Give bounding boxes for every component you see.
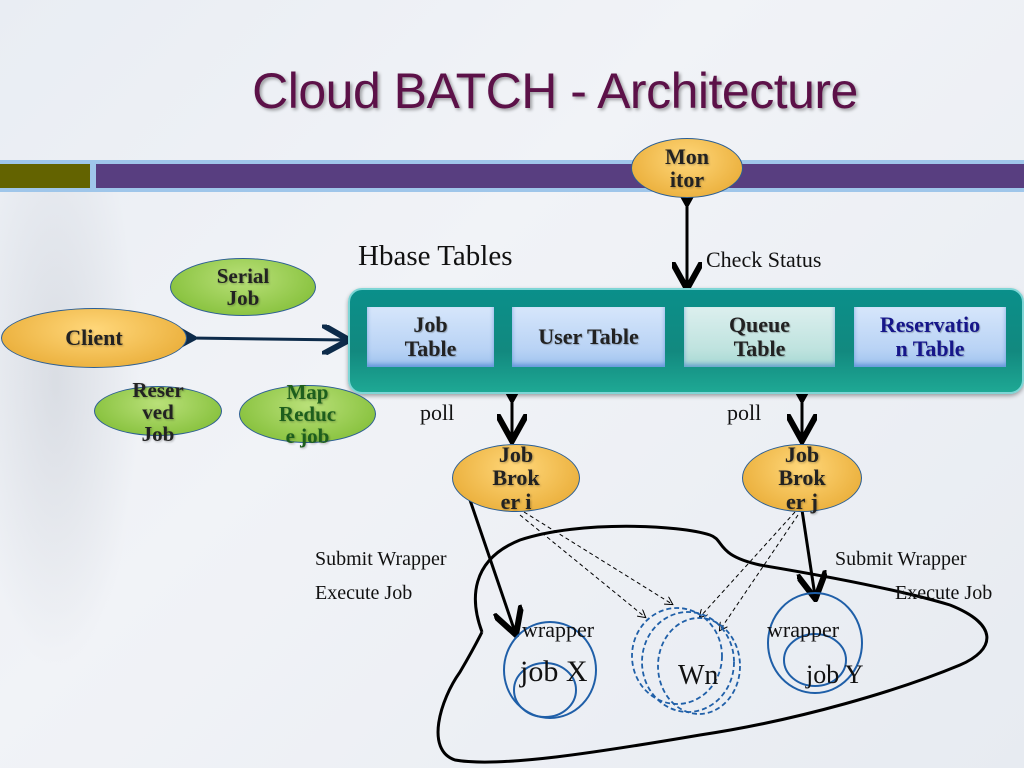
mapreduce-job-line-2: Reduc [278,401,337,426]
poll-label-left: poll [420,400,455,425]
wn-circles [631,607,741,715]
slide-title: Cloud BATCH - Architecture [252,63,858,119]
reserved-job-line-3: Job [141,422,175,447]
job-x-label: job X [520,655,588,688]
mapreduce-job-line-1: Map [286,379,329,404]
execute-job-right: Execute Job [895,582,993,604]
user-table[interactable]: User Table [512,307,665,367]
job-broker-i-line-1: Job [498,442,534,468]
job-table-line-1: Job [413,311,448,337]
poll-label-right: poll [727,400,762,425]
execute-job-left: Execute Job [315,582,413,604]
wrapper-right-circle [767,592,863,694]
reservation-table-line-1: Reservatio [879,311,981,337]
header-band-olive [0,164,90,188]
reservation-table-line-2: n Table [895,336,965,361]
job-broker-j-line-2: Brok [778,465,826,491]
check-status-label: Check Status [706,247,822,272]
wrapper-label-right: wrapper [767,617,840,642]
monitor-line-2: itor [669,167,705,192]
job-table-line-2: Table [404,336,457,361]
user-table-label: User Table [538,323,639,349]
monitor-line-1: Mon [665,143,709,169]
job-broker-i-line-2: Brok [492,465,540,491]
dashed-arrows [519,511,799,630]
submit-arrow-right [802,509,815,596]
cluster-boundary [436,524,989,764]
header-band-purple [96,164,1024,188]
job-y-circle [783,633,847,687]
job-y-label: job Y [806,660,864,689]
serial-job-line-1: Serial [216,263,270,288]
client-label: Client [65,325,123,351]
client-hbase-arrow [190,338,346,340]
reserved-job-line-1: Reser [132,377,184,402]
wn-label: Wn [678,660,719,691]
reserved-job-line-2: ved [142,399,174,424]
job-broker-i-line-3: er i [500,488,532,514]
hbase-tables-title: Hbase Tables [358,240,513,272]
job-broker-j-line-1: Job [784,442,820,468]
wrapper-left-circle [503,621,597,719]
job-broker-j-line-3: er j [786,488,818,514]
submit-arrow-left [468,499,515,632]
queue-table-line-2: Table [733,336,786,361]
submit-wrapper-right: Submit Wrapper [835,548,967,570]
wrapper-label-left: wrapper [522,617,595,642]
client-node[interactable]: Client [1,308,187,368]
job-x-circle [513,662,577,718]
serial-job-line-2: Job [226,286,260,310]
mapreduce-job-line-3: e job [285,424,330,449]
queue-table-line-1: Queue [728,311,791,337]
submit-wrapper-left: Submit Wrapper [315,548,447,570]
